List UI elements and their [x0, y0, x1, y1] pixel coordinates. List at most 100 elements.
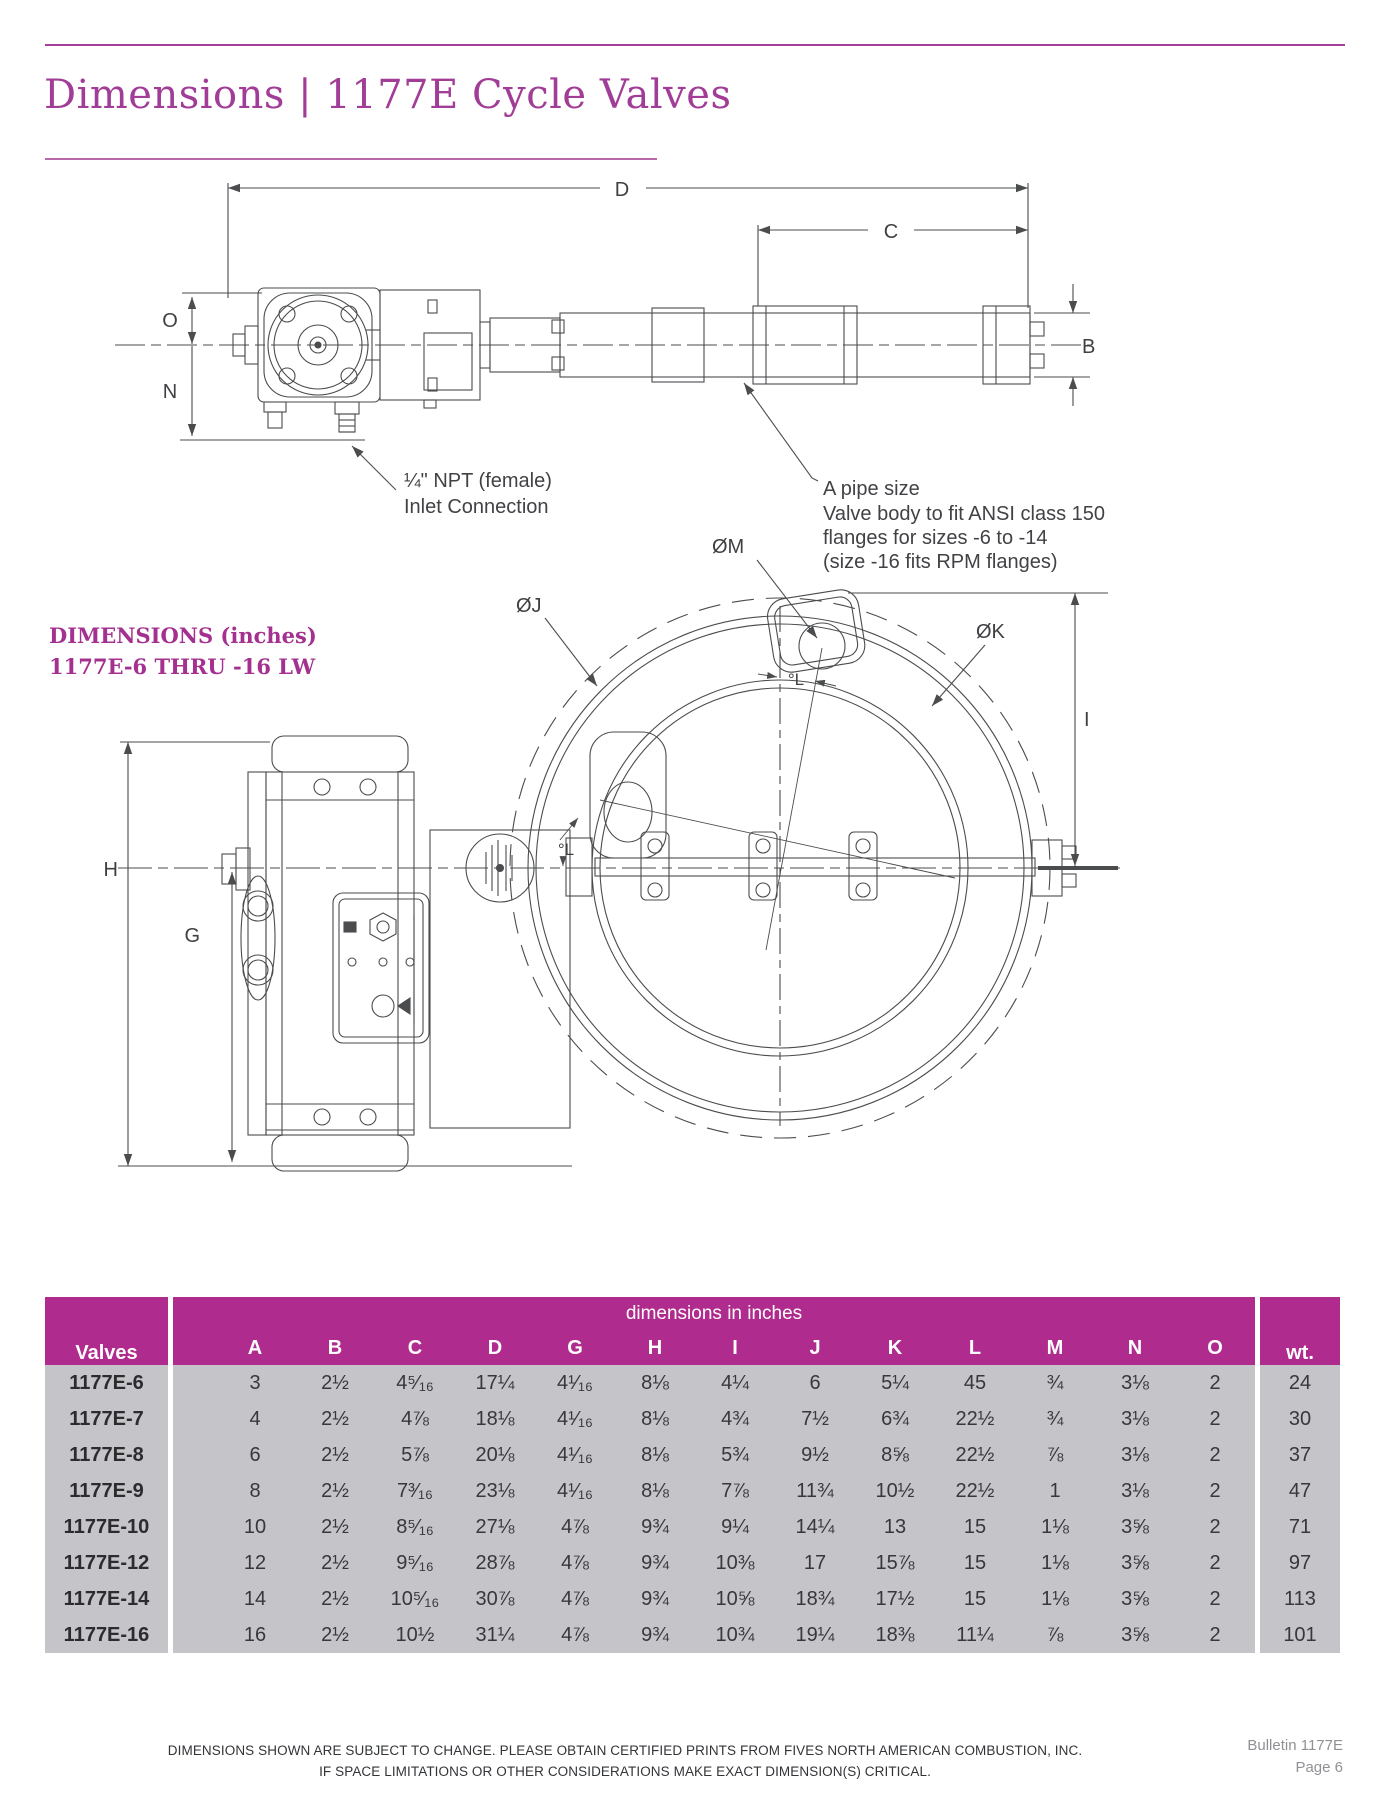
dimension-cell-c: 4⁵⁄₁₆ [375, 1365, 455, 1401]
dimension-cell-l: 15 [935, 1581, 1015, 1617]
bulletin-page-number: Page 6 [1295, 1759, 1343, 1776]
footer-notice: DIMENSIONS SHOWN ARE SUBJECT TO CHANGE. … [150, 1740, 1100, 1782]
column-header-c: C [375, 1331, 455, 1365]
dimension-cell-n: 3⅝ [1095, 1545, 1175, 1581]
dimension-cell-h: 8⅛ [615, 1437, 695, 1473]
dimension-cell-i: 5¾ [695, 1437, 775, 1473]
dim-label-c: C [884, 221, 898, 243]
column-header-m: M [1015, 1331, 1095, 1365]
column-header-wt: wt. [1255, 1297, 1340, 1365]
dimension-cell-d: 18⅛ [455, 1401, 535, 1437]
front-view-labels: ØJ ØM ØK I H G °L °L [104, 536, 1090, 947]
weight-cell: 113 [1255, 1581, 1340, 1617]
dimension-cell-m: ⅞ [1015, 1617, 1095, 1653]
pipe-note-line1: A pipe size [823, 478, 920, 500]
dimension-cell-k: 17½ [855, 1581, 935, 1617]
dimension-cell-k: 6¾ [855, 1401, 935, 1437]
dimension-cell-m: ¾ [1015, 1401, 1095, 1437]
dimension-cell-j: 14¼ [775, 1509, 855, 1545]
dimension-cell-h: 9¾ [615, 1617, 695, 1653]
spacer-cell [173, 1473, 215, 1509]
dimension-cell-n: 3⅛ [1095, 1401, 1175, 1437]
dimension-cell-d: 31¼ [455, 1617, 535, 1653]
dimension-cell-a: 6 [215, 1437, 295, 1473]
dimension-cell-n: 3⅛ [1095, 1365, 1175, 1401]
dimension-cell-l: 15 [935, 1509, 1015, 1545]
front-view-drawing [118, 559, 1120, 1172]
top-rule [45, 44, 1345, 46]
dimension-cell-c: 9⁵⁄₁₆ [375, 1545, 455, 1581]
dimension-cell-g: 4¹⁄₁₆ [535, 1437, 615, 1473]
dimension-cell-m: 1 [1015, 1473, 1095, 1509]
weight-cell: 101 [1255, 1617, 1340, 1653]
dimension-cell-j: 9½ [775, 1437, 855, 1473]
dimension-cell-d: 28⅞ [455, 1545, 535, 1581]
dim-label-d: D [615, 179, 629, 201]
dimension-cell-l: 11¼ [935, 1617, 1015, 1653]
spacer-cell [173, 1437, 215, 1473]
dimension-cell-o: 2 [1175, 1437, 1255, 1473]
inlet-note-line2: Inlet Connection [404, 496, 549, 518]
dim-label-g: G [184, 925, 200, 947]
valve-model-cell: 1177E-12 [45, 1545, 173, 1581]
dimension-cell-m: ¾ [1015, 1365, 1095, 1401]
column-header-h: H [615, 1331, 695, 1365]
weight-cell: 71 [1255, 1509, 1340, 1545]
dimension-cell-h: 8⅛ [615, 1401, 695, 1437]
dimension-cell-d: 30⅞ [455, 1581, 535, 1617]
weight-cell: 47 [1255, 1473, 1340, 1509]
weight-cell: 24 [1255, 1365, 1340, 1401]
inlet-leader-line [351, 445, 397, 491]
dimension-cell-i: 10⅝ [695, 1581, 775, 1617]
dim-label-om: ØM [712, 536, 744, 558]
valve-model-cell: 1177E-9 [45, 1473, 173, 1509]
dimension-cell-a: 10 [215, 1509, 295, 1545]
dim-label-o: O [162, 310, 178, 332]
dimension-cell-b: 2½ [295, 1365, 375, 1401]
dimension-cell-o: 2 [1175, 1617, 1255, 1653]
dimension-cell-m: ⅞ [1015, 1437, 1095, 1473]
dimension-cell-b: 2½ [295, 1617, 375, 1653]
weight-cell: 30 [1255, 1401, 1340, 1437]
dimension-cell-m: 1⅛ [1015, 1581, 1095, 1617]
dim-label-b: B [1082, 336, 1095, 358]
dimension-cell-b: 2½ [295, 1473, 375, 1509]
dimension-cell-j: 19¼ [775, 1617, 855, 1653]
table-band-title: dimensions in inches [173, 1297, 1255, 1331]
angle-label-l-left: °L [558, 840, 574, 859]
dimension-cell-o: 2 [1175, 1509, 1255, 1545]
dimension-cell-c: 8⁵⁄₁₆ [375, 1509, 455, 1545]
valve-model-cell: 1177E-16 [45, 1617, 173, 1653]
column-header-a: A [215, 1331, 295, 1365]
column-header-j: J [775, 1331, 855, 1365]
dimension-cell-g: 4⅞ [535, 1545, 615, 1581]
bulletin-number: Bulletin 1177E [1247, 1737, 1343, 1754]
dimension-cell-h: 9¾ [615, 1545, 695, 1581]
dim-label-n: N [163, 381, 177, 403]
dimension-cell-o: 2 [1175, 1545, 1255, 1581]
pipe-note-line2: Valve body to fit ANSI class 150 [823, 503, 1105, 525]
dimension-cell-k: 8⅝ [855, 1437, 935, 1473]
bulletin-reference: Bulletin 1177E Page 6 [1247, 1735, 1343, 1779]
dimension-cell-k: 13 [855, 1509, 935, 1545]
dimension-cell-l: 22½ [935, 1401, 1015, 1437]
dimension-cell-a: 3 [215, 1365, 295, 1401]
dim-label-ok: ØK [976, 621, 1006, 643]
weight-cell: 97 [1255, 1545, 1340, 1581]
column-header-b: B [295, 1331, 375, 1365]
dimension-cell-k: 5¼ [855, 1365, 935, 1401]
dimension-cell-b: 2½ [295, 1509, 375, 1545]
spacer-cell [173, 1545, 215, 1581]
dimension-cell-c: 7³⁄₁₆ [375, 1473, 455, 1509]
spacer-cell [173, 1617, 215, 1653]
dimension-cell-c: 10⁵⁄₁₆ [375, 1581, 455, 1617]
inlet-note-line1: ¼" NPT (female) [404, 470, 552, 492]
pipe-note-line4: (size -16 fits RPM flanges) [823, 551, 1058, 573]
